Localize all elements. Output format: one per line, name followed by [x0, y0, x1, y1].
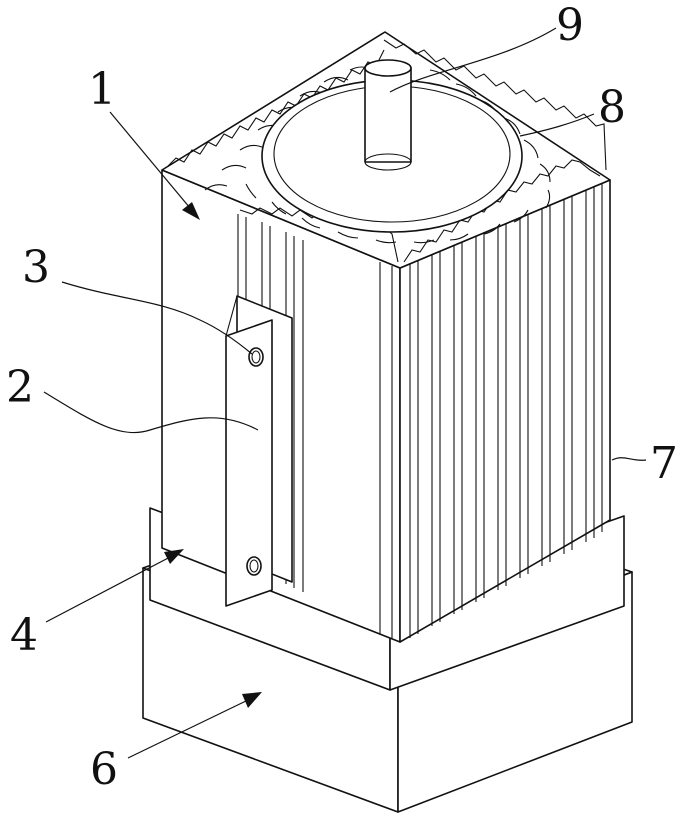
- label-4: 4: [10, 610, 38, 661]
- label-1: 1: [88, 64, 116, 115]
- label-6: 6: [90, 744, 118, 795]
- label-8: 8: [598, 82, 626, 133]
- label-9: 9: [556, 0, 584, 51]
- mounting-bracket: [226, 296, 292, 606]
- shaft: [365, 60, 411, 170]
- label-7: 7: [650, 438, 678, 489]
- label-3: 3: [22, 242, 50, 293]
- label-2: 2: [6, 362, 34, 413]
